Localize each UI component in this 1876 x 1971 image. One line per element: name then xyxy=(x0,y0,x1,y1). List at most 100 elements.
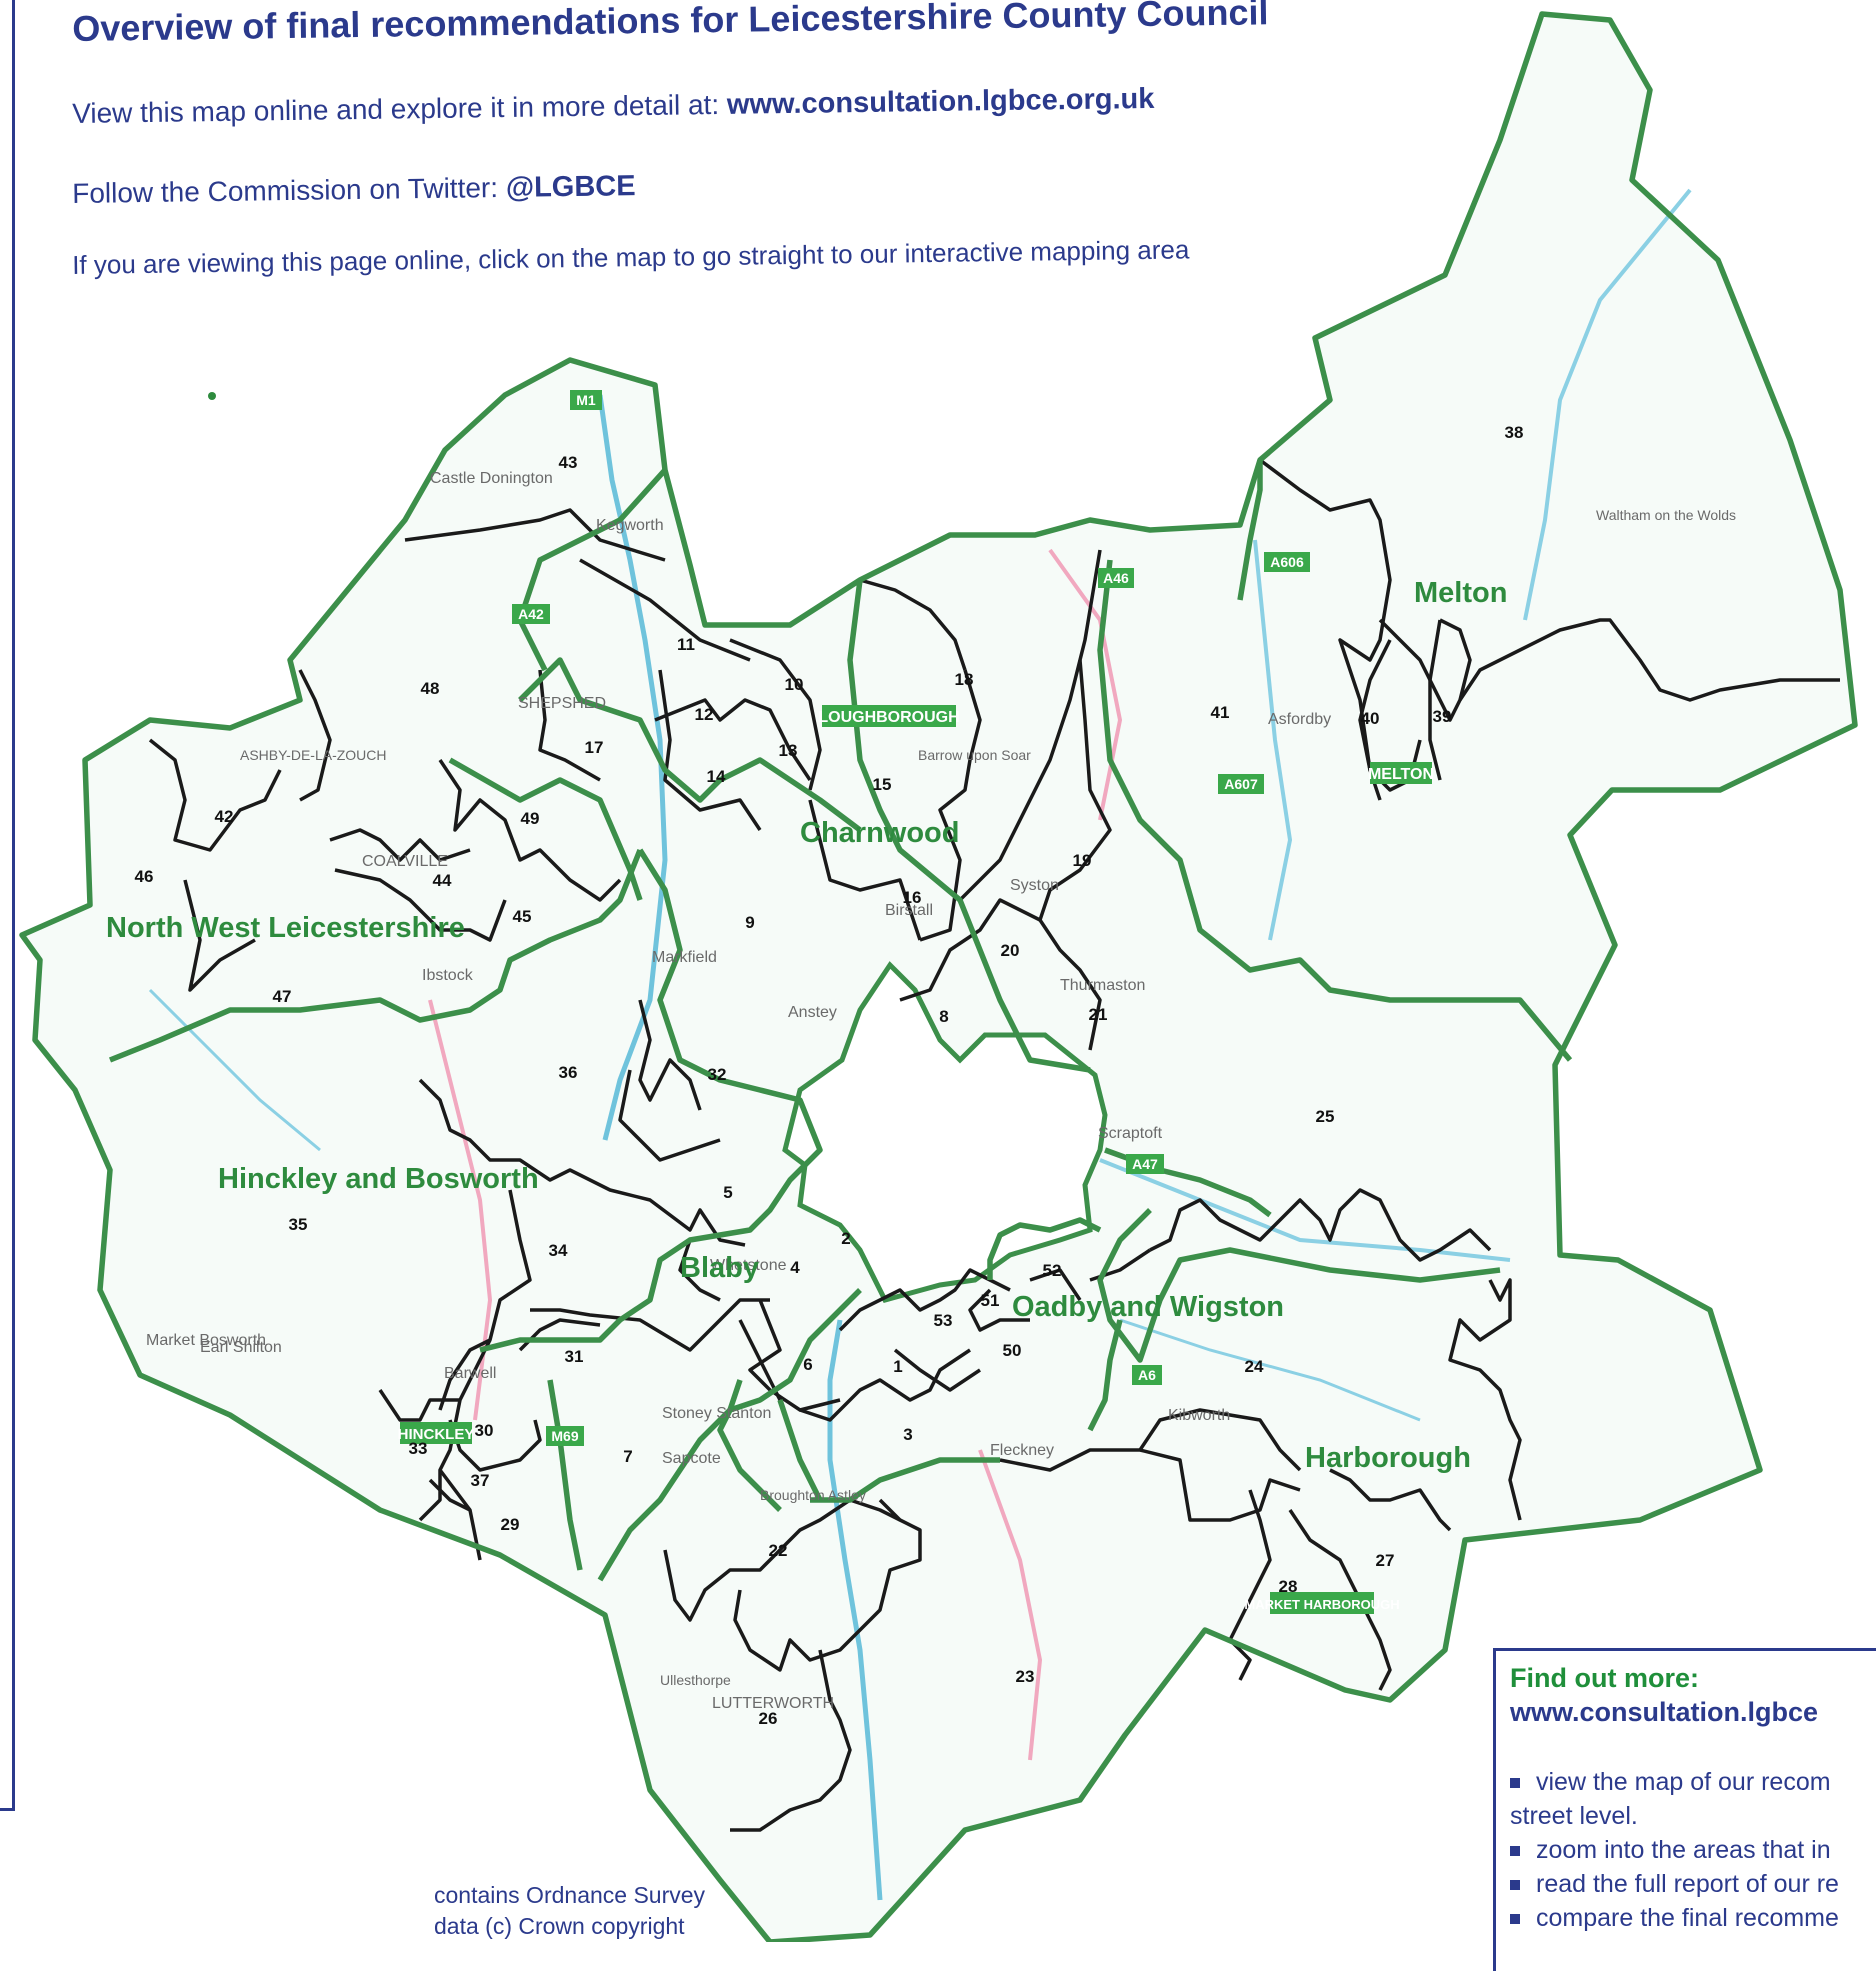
division-number: 25 xyxy=(1316,1107,1335,1126)
place-label: Markfield xyxy=(652,949,717,966)
division-number: 44 xyxy=(433,871,452,890)
division-number: 22 xyxy=(769,1541,788,1560)
road-label: A606 xyxy=(1270,554,1304,570)
division-number: 26 xyxy=(759,1709,778,1728)
info-box-title: Find out more: xyxy=(1510,1663,1699,1693)
town-label: MELTON xyxy=(1368,766,1434,783)
division-number: 46 xyxy=(135,867,154,886)
place-label: Earl Shilton xyxy=(200,1339,282,1356)
road-label: A607 xyxy=(1224,776,1258,792)
place-label: LUTTERWORTH xyxy=(712,1695,834,1712)
division-number: 8 xyxy=(939,1007,948,1026)
division-number: 28 xyxy=(1279,1577,1298,1596)
division-labels: 1 2 3 4 5 6 7 8 9 10 11 12 13 14 15 16 1… xyxy=(135,423,1524,1728)
place-label: Kibworth xyxy=(1168,1407,1230,1424)
square-bullet-icon xyxy=(1510,1778,1520,1789)
list-item: compare the final recomme xyxy=(1510,1901,1876,1935)
division-number: 2 xyxy=(841,1229,850,1248)
division-number: 39 xyxy=(1433,707,1452,726)
place-labels: Castle Donington SHEPSHED LOUGHBOROUGH M… xyxy=(146,470,1736,1712)
place-label: Whetstone xyxy=(710,1257,787,1274)
division-number: 32 xyxy=(708,1065,727,1084)
division-number: 12 xyxy=(695,705,714,724)
district-label: North West Leicestershire xyxy=(106,912,465,944)
division-number: 27 xyxy=(1376,1551,1395,1570)
place-label: Barrow upon Soar xyxy=(918,747,1031,763)
place-label: Market Bosworth xyxy=(146,1332,266,1349)
division-number: 6 xyxy=(803,1355,812,1374)
list-item: view the map of our recom xyxy=(1510,1765,1876,1799)
division-number: 42 xyxy=(215,807,234,826)
division-number: 7 xyxy=(623,1447,632,1466)
division-number: 10 xyxy=(785,675,804,694)
district-label: Hinckley and Bosworth xyxy=(218,1163,539,1195)
division-number: 49 xyxy=(521,809,540,828)
road-label: M1 xyxy=(576,392,596,408)
place-label: Barwell xyxy=(444,1365,496,1382)
road-label: A46 xyxy=(1103,570,1129,586)
division-number: 23 xyxy=(1016,1667,1035,1686)
place-label: ASHBY-DE-LA-ZOUCH xyxy=(240,747,387,763)
place-label: Broughton Astley xyxy=(760,1487,866,1503)
division-number: 5 xyxy=(723,1183,732,1202)
os-credit: contains Ordnance Survey data (c) Crown … xyxy=(434,1880,705,1942)
map-background xyxy=(22,14,1855,1942)
town-label: HINCKLEY xyxy=(398,1426,475,1443)
list-item: zoom into the areas that in xyxy=(1510,1833,1876,1867)
division-number: 36 xyxy=(559,1063,578,1082)
division-number: 35 xyxy=(289,1215,308,1234)
town-label: LOUGHBOROUGH xyxy=(818,709,959,726)
district-label: Melton xyxy=(1414,577,1507,609)
district-boundaries xyxy=(19,11,1858,1942)
info-box-list: view the map of our recom street level. … xyxy=(1510,1765,1876,1935)
left-frame-rule xyxy=(12,0,15,1810)
place-label: Anstey xyxy=(788,1004,837,1021)
left-frame-rule-foot xyxy=(0,1808,15,1811)
division-number: 13 xyxy=(779,741,798,760)
division-number: 1 xyxy=(893,1357,902,1376)
division-number: 29 xyxy=(501,1515,520,1534)
division-number: 52 xyxy=(1043,1261,1062,1280)
division-number: 41 xyxy=(1211,703,1230,722)
place-label: Kegworth xyxy=(596,517,664,534)
road-shields: M1 A42 A46 A606 A607 A47 M69 A6 xyxy=(512,390,1310,1446)
road-label: M69 xyxy=(551,1428,578,1444)
division-number: 47 xyxy=(273,987,292,1006)
credit-line: data (c) Crown copyright xyxy=(434,1913,685,1939)
square-bullet-icon xyxy=(1510,1880,1520,1891)
county-fill xyxy=(22,14,1855,1942)
division-boundaries xyxy=(148,458,1840,1832)
place-label: Ibstock xyxy=(422,967,474,984)
place-label: COALVILLE xyxy=(362,853,448,870)
place-label: Stoney Stanton xyxy=(662,1405,771,1422)
division-number: 31 xyxy=(565,1347,584,1366)
division-number: 18 xyxy=(955,670,974,689)
division-number: 15 xyxy=(873,775,892,794)
division-number: 30 xyxy=(475,1421,494,1440)
division-number: 53 xyxy=(934,1311,953,1330)
division-number: 34 xyxy=(549,1241,568,1260)
credit-line: contains Ordnance Survey xyxy=(434,1882,706,1908)
division-number: 4 xyxy=(790,1258,800,1277)
division-number: 43 xyxy=(559,453,578,472)
list-item: read the full report of our re xyxy=(1510,1867,1876,1901)
place-label: Ullesthorpe xyxy=(660,1672,731,1688)
list-item: street level. xyxy=(1510,1802,1638,1830)
info-box-url-link[interactable]: www.consultation.lgbce xyxy=(1510,1697,1819,1727)
division-number: 9 xyxy=(745,913,754,932)
place-label: Sapcote xyxy=(662,1450,721,1467)
place-label: Birstall xyxy=(885,902,933,919)
find-out-more-box: Find out more: www.consultation.lgbce vi… xyxy=(1493,1648,1876,1971)
division-number: 37 xyxy=(471,1471,490,1490)
road-label: A42 xyxy=(518,606,544,622)
district-label: Blaby xyxy=(680,1252,759,1284)
division-number: 3 xyxy=(903,1425,912,1444)
county-outline xyxy=(19,11,1858,1942)
place-label: SHEPSHED xyxy=(518,695,606,712)
district-label: Charnwood xyxy=(800,817,960,849)
division-number: 21 xyxy=(1089,1005,1108,1024)
place-label: Waltham on the Wolds xyxy=(1596,507,1736,523)
stray-dot xyxy=(208,392,216,400)
road-label: A47 xyxy=(1132,1156,1158,1172)
